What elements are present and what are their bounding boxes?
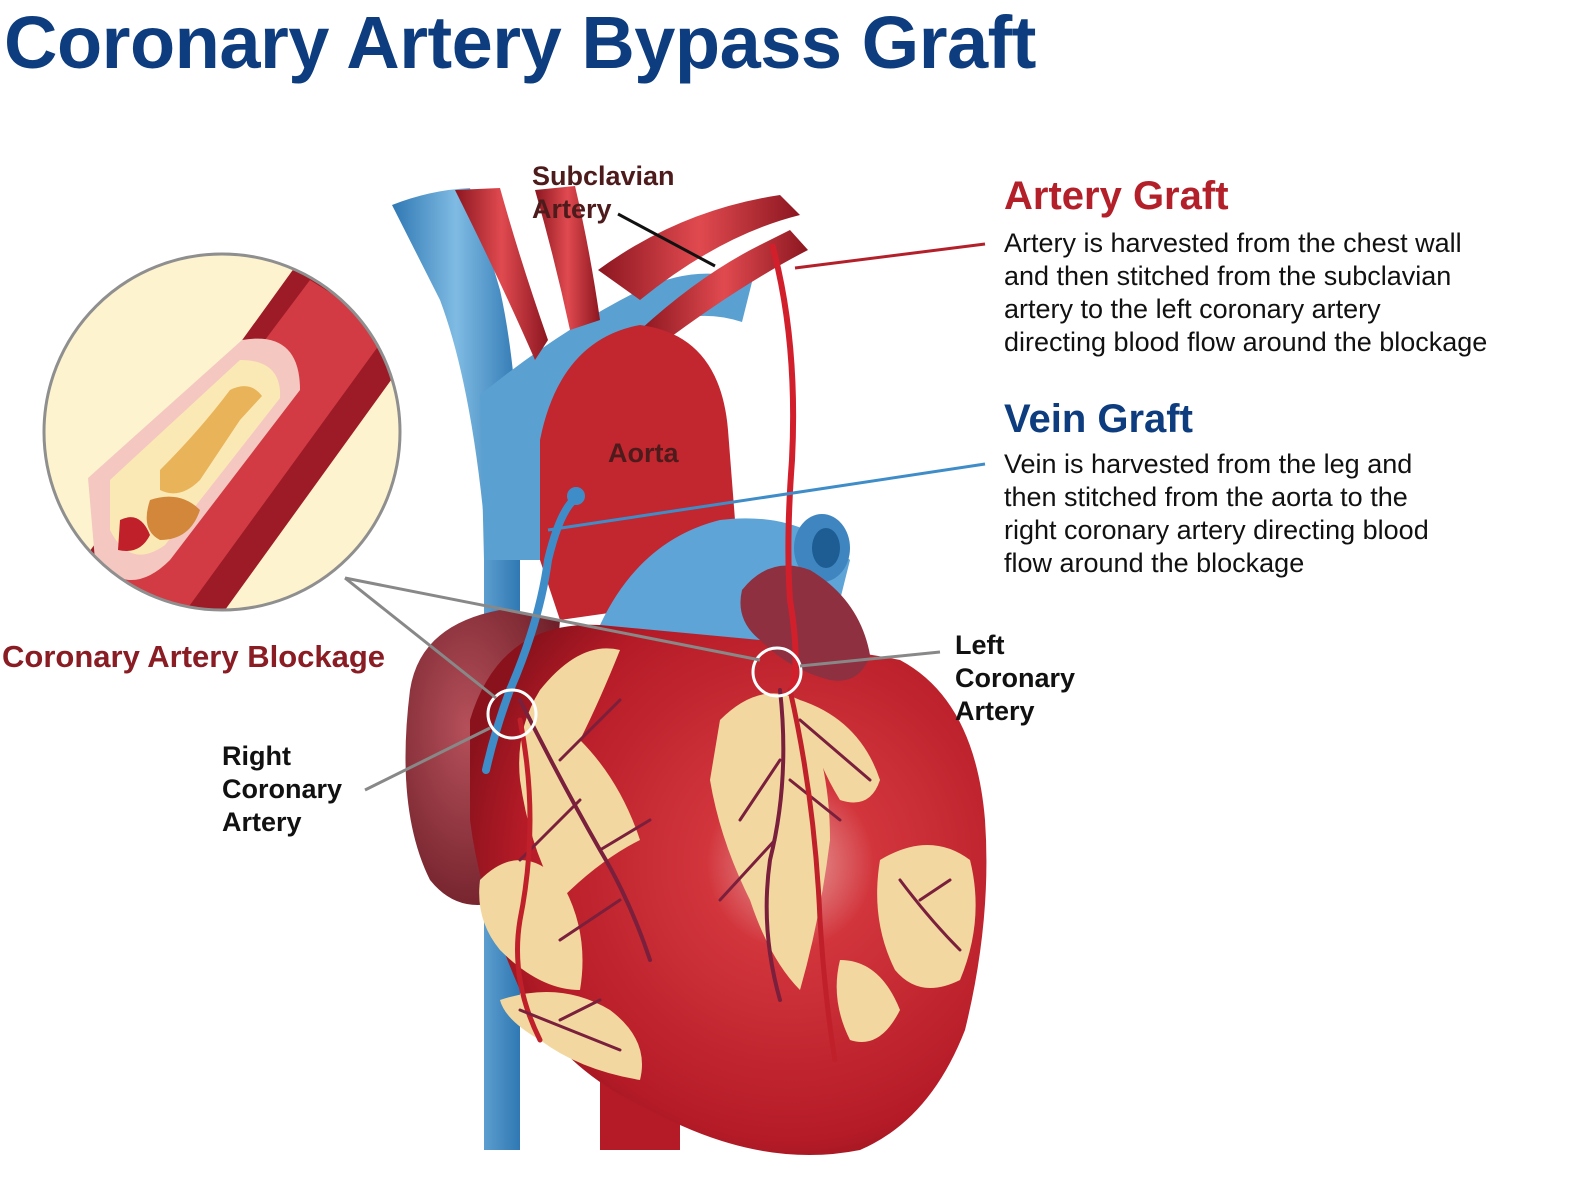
vein-graft-anastomosis bbox=[567, 487, 585, 505]
vein-graft-text-line4: flow around the blockage bbox=[1004, 548, 1305, 578]
blockage-inset bbox=[42, 252, 402, 612]
artery-graft-leader bbox=[794, 242, 986, 270]
blockage-label: Coronary Artery Blockage bbox=[2, 639, 386, 674]
left-coronary-label-line3: Artery bbox=[955, 696, 1035, 726]
coronary-vessels bbox=[515, 687, 962, 1063]
aorta-label: Aorta bbox=[608, 438, 679, 468]
subclavian-leader bbox=[617, 212, 716, 268]
right-blockage-marker bbox=[486, 688, 538, 740]
left-coronary-label-line1: Left bbox=[955, 630, 1005, 660]
vein-graft-vessel bbox=[482, 494, 580, 774]
vein-graft-text-line2: then stitched from the aorta to the bbox=[1004, 482, 1408, 512]
left-blockage-marker bbox=[751, 646, 803, 698]
artery-graft-text-line3: artery to the left coronary artery bbox=[1004, 294, 1381, 324]
left-coronary-label-line2: Coronary bbox=[955, 663, 1076, 693]
artery-graft-heading: Artery Graft bbox=[1004, 174, 1229, 218]
right-coronary-label-line1: Right bbox=[222, 741, 291, 771]
subclavian-label-line1: Subclavian bbox=[532, 161, 675, 191]
artery-graft-text-line1: Artery is harvested from the chest wall bbox=[1004, 228, 1462, 258]
vein-graft-leader bbox=[547, 462, 986, 532]
artery-graft-text-line2: and then stitched from the subclavian bbox=[1004, 261, 1452, 291]
leader-lines bbox=[344, 576, 941, 792]
vein-graft-text-line3: right coronary artery directing blood bbox=[1004, 515, 1429, 545]
left-atrial-appendage bbox=[740, 565, 870, 681]
artery-graft-vessel bbox=[769, 243, 799, 691]
artery-graft-text-line4: directing blood flow around the blockage bbox=[1004, 327, 1488, 357]
page-title: Coronary Artery Bypass Graft bbox=[4, 1, 1036, 84]
vein-graft-text-line1: Vein is harvested from the leg and bbox=[1004, 449, 1413, 479]
fat-deposits bbox=[479, 648, 976, 1080]
subclavian-label-line2: Artery bbox=[532, 194, 612, 224]
right-coronary-label-line2: Coronary bbox=[222, 774, 343, 804]
vein-graft-heading: Vein Graft bbox=[1004, 397, 1193, 441]
right-coronary-label-line3: Artery bbox=[222, 807, 302, 837]
